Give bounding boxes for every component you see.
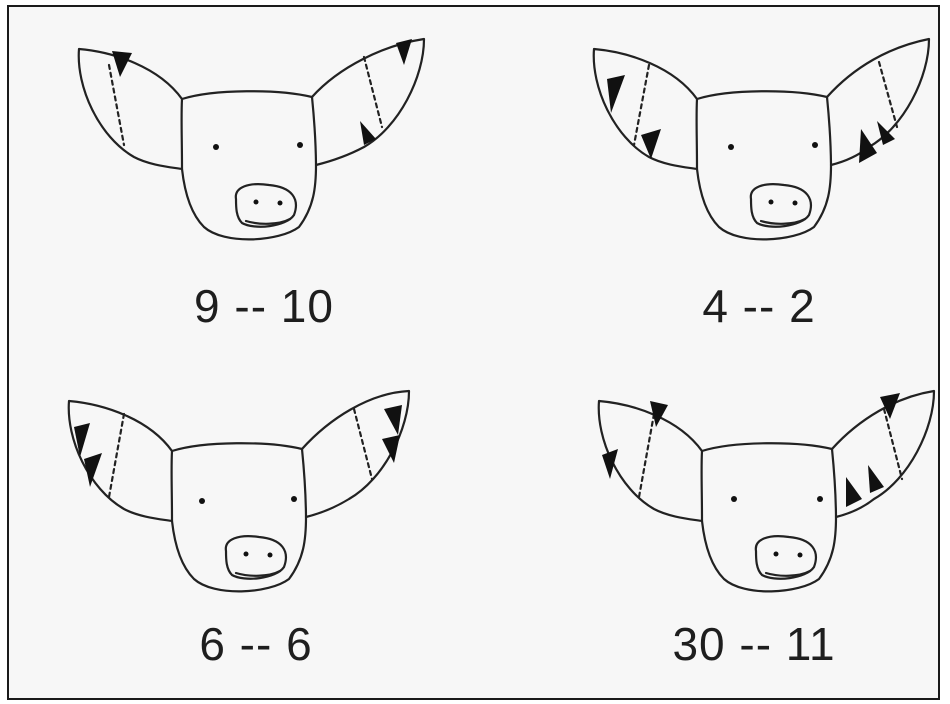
right-ear-dash: [884, 409, 902, 479]
ear-notch: [880, 393, 900, 419]
left-ear-dash: [109, 65, 124, 145]
left-ear-dash: [639, 414, 654, 497]
ear-notch: [382, 435, 400, 463]
right-ear-dash: [354, 409, 372, 479]
right-ear-dash: [364, 57, 382, 127]
head-outline: [702, 443, 836, 591]
pig-panel-2: 4 -- 2: [579, 27, 939, 347]
left-ear: [594, 49, 697, 169]
ear-notch: [112, 51, 132, 77]
ear-notch: [384, 405, 402, 435]
diagram-frame: 9 -- 10 4 --: [7, 5, 940, 700]
pig-label-3: 6 -- 6: [106, 617, 406, 671]
left-ear: [79, 49, 182, 169]
ear-notch: [859, 129, 877, 163]
ear-notch: [607, 75, 625, 113]
right-ear: [312, 39, 424, 165]
pig-label-2: 4 -- 2: [609, 279, 909, 333]
ear-notch: [877, 121, 895, 145]
right-ear-dash: [879, 62, 897, 127]
pig-label-4: 30 -- 11: [604, 617, 904, 671]
pig-panel-4: 30 -- 11: [584, 379, 944, 699]
left-ear-dash: [634, 65, 649, 145]
ear-notch: [868, 465, 884, 493]
head-outline: [182, 91, 316, 239]
head-outline: [172, 443, 306, 591]
pig-panel-1: 9 -- 10: [64, 27, 464, 347]
pig-panel-3: 6 -- 6: [54, 379, 454, 699]
ear-notch: [74, 423, 90, 457]
right-ear: [827, 39, 929, 165]
ear-notch: [396, 39, 412, 65]
head-outline: [697, 91, 831, 239]
ear-notch: [846, 477, 862, 507]
pig-label-1: 9 -- 10: [114, 279, 414, 333]
left-ear-dash: [109, 414, 124, 497]
ear-notch: [602, 449, 618, 479]
left-ear: [69, 401, 172, 521]
